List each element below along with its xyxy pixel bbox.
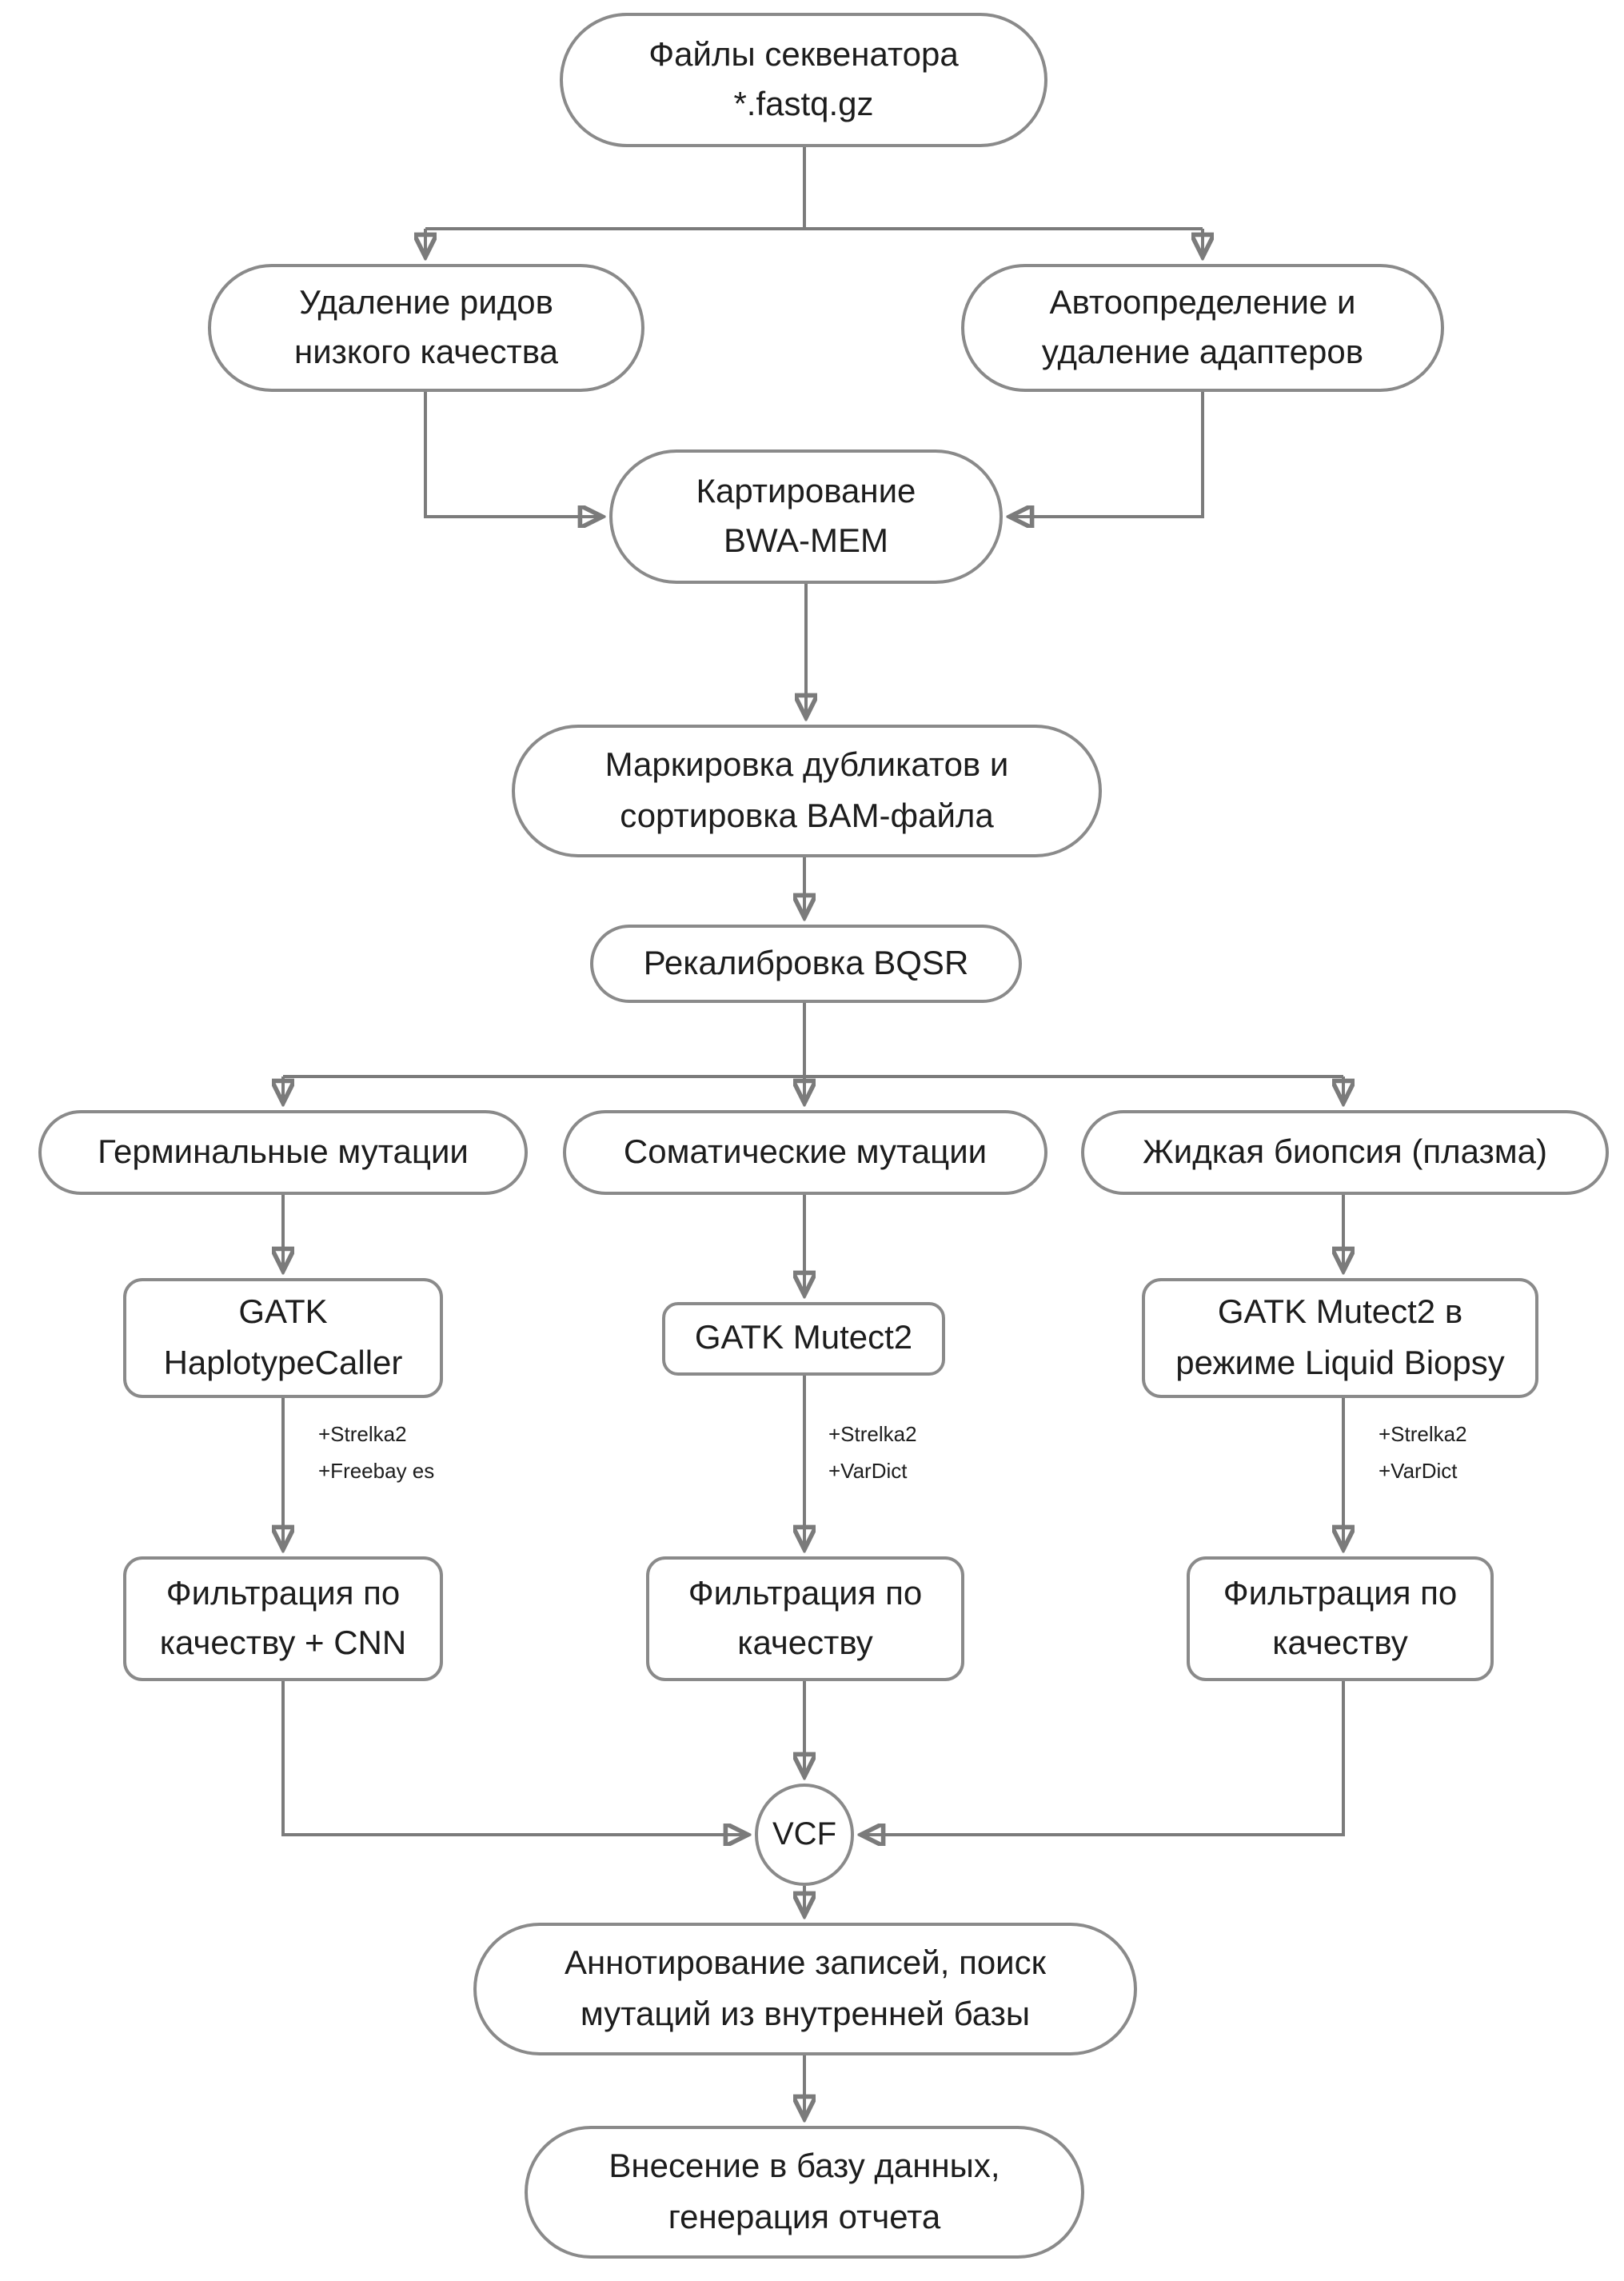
node-database-report-generation: Внесение в базу данных, генерация отчета	[525, 2126, 1084, 2259]
annotation-line: +Strelka2	[828, 1422, 917, 1446]
annotation-line: +VarDict	[1379, 1458, 1458, 1483]
node-liquid-biopsy-plasma: Жидкая биопсия (плазма)	[1081, 1110, 1609, 1195]
edge-adapters-to-bwa	[1011, 392, 1204, 517]
edge-filter-liquid-to-vcf	[862, 1681, 1345, 1835]
node-label: Картирование	[696, 473, 916, 509]
node-label: низкого качества	[294, 334, 558, 371]
node-label: BWA-MEM	[723, 523, 889, 560]
node-gatk-mutect2-liquid-biopsy: GATK Mutect2 в режиме Liquid Biopsy	[1142, 1278, 1538, 1398]
node-sequencer-files: Файлы секвенатора *.fastq.gz	[560, 13, 1047, 147]
node-label: Фильтрация по	[688, 1575, 923, 1612]
annotation-germline-extra-callers: +Strelka2 +Freebay es	[318, 1417, 434, 1490]
annotation-line: +Strelka2	[318, 1422, 407, 1446]
node-vcf: VCF	[755, 1784, 854, 1886]
node-label: удаление адаптеров	[1041, 334, 1364, 371]
edge-filter-germline-to-vcf	[281, 1681, 747, 1835]
node-label: Автоопределение и	[1049, 284, 1356, 321]
node-filter-quality-cnn: Фильтрация по качеству + CNN	[123, 1556, 443, 1681]
node-label: Фильтрация по	[1223, 1575, 1458, 1612]
node-mark-duplicates-sort-bam: Маркировка дубликатов и сортировка BAM-ф…	[512, 725, 1102, 857]
node-label: генерация отчета	[668, 2199, 941, 2235]
node-filter-quality-liquid: Фильтрация по качеству	[1187, 1556, 1494, 1681]
node-germline-mutations: Герминальные мутации	[38, 1110, 528, 1195]
node-remove-low-quality-reads: Удаление ридов низкого качества	[208, 264, 644, 392]
node-gatk-mutect2: GATK Mutect2	[662, 1302, 945, 1376]
node-label: GATK Mutect2 в	[1217, 1294, 1463, 1331]
node-adapter-removal: Автоопределение и удаление адаптеров	[961, 264, 1444, 392]
annotation-line: +Freebay es	[318, 1458, 435, 1483]
node-somatic-mutations: Соматические мутации	[563, 1110, 1047, 1195]
node-label: качеству	[737, 1625, 873, 1662]
node-label: GATK Mutect2	[694, 1320, 913, 1357]
node-label: режиме Liquid Biopsy	[1175, 1344, 1505, 1381]
edge-lowq-to-bwa	[424, 392, 601, 517]
node-annotate-records-internal-db: Аннотирование записей, поиск мутаций из …	[473, 1923, 1137, 2055]
node-gatk-haplotypecaller: GATK HaplotypeCaller	[123, 1278, 443, 1398]
node-label: сортировка BAM-файла	[620, 797, 994, 834]
node-label: HaplotypeCaller	[163, 1344, 403, 1381]
node-label: VCF	[772, 1817, 836, 1852]
node-label: Файлы секвенатора	[648, 36, 959, 73]
node-recalibration-bqsr: Рекалибровка BQSR	[590, 925, 1022, 1003]
node-label: Аннотирование записей, поиск	[564, 1945, 1047, 1982]
node-label: GATK	[238, 1294, 328, 1331]
node-filter-quality-somatic: Фильтрация по качеству	[646, 1556, 964, 1681]
node-label: качеству + CNN	[159, 1625, 407, 1662]
node-label: Маркировка дубликатов и	[605, 747, 1009, 784]
node-label: *.fastq.gz	[733, 86, 874, 123]
node-label: Удаление ридов	[299, 284, 553, 321]
node-label: Соматические мутации	[623, 1133, 988, 1171]
node-label: Фильтрация по	[166, 1575, 401, 1612]
annotation-somatic-extra-callers: +Strelka2 +VarDict	[828, 1417, 917, 1490]
node-label: Внесение в базу данных,	[609, 2148, 1000, 2185]
node-label: качеству	[1272, 1625, 1408, 1662]
annotation-line: +VarDict	[828, 1458, 908, 1483]
annotation-line: +Strelka2	[1379, 1422, 1467, 1446]
node-label: Рекалибровка BQSR	[643, 945, 969, 982]
node-mapping-bwa-mem: Картирование BWA-MEM	[609, 449, 1003, 584]
annotation-liquid-extra-callers: +Strelka2 +VarDict	[1379, 1417, 1467, 1490]
node-label: мутаций из внутренней базы	[580, 1995, 1031, 2032]
node-label: Жидкая биопсия (плазма)	[1143, 1133, 1547, 1171]
node-label: Герминальные мутации	[98, 1133, 469, 1171]
